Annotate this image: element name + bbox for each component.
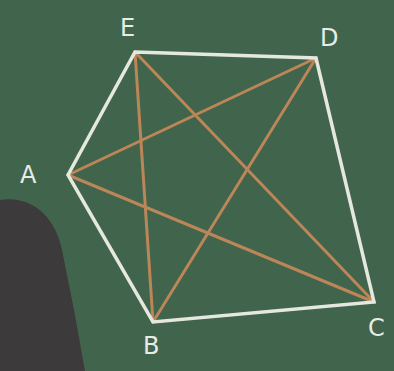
person-shoulder: [0, 199, 85, 371]
vertex-label: D: [320, 26, 338, 50]
vertex-label: E: [120, 16, 135, 40]
diagonals: [68, 52, 374, 322]
vertex-label: B: [143, 334, 159, 358]
vertex-label: C: [368, 316, 385, 340]
vertex-label: A: [20, 163, 36, 187]
pentagon-sides: [68, 52, 374, 322]
